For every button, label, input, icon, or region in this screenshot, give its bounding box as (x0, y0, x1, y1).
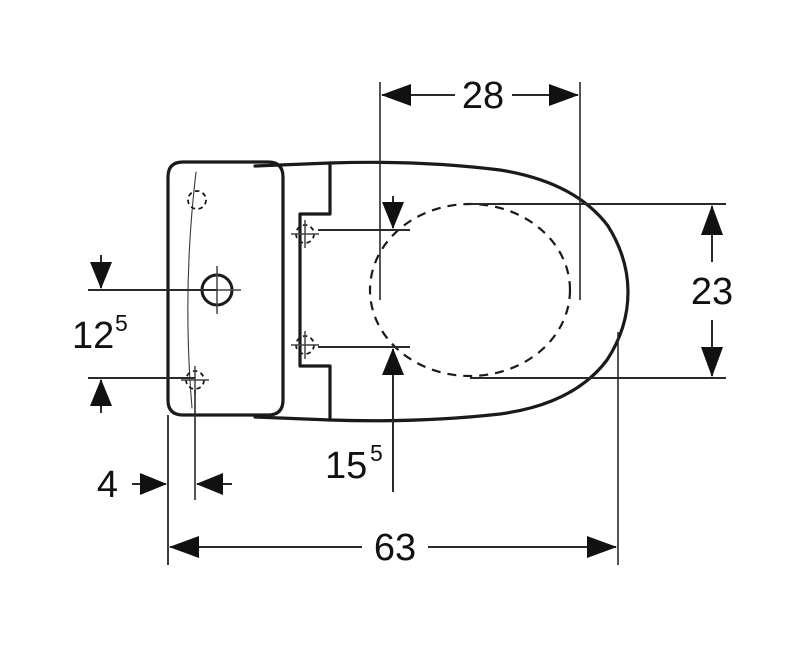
dim-63-label: 63 (374, 527, 416, 569)
dim-125-arrow-bottom (90, 379, 112, 406)
dimension-15-5: 15 5 (318, 196, 410, 492)
dimension-23: 23 (470, 203, 733, 379)
toilet-body-geometry (166, 160, 630, 423)
dim-28-arrow-right (549, 84, 579, 106)
dimension-28: 28 (379, 75, 581, 300)
dim-23-arrow-top (701, 205, 723, 235)
dim-4-arrow-left (140, 473, 167, 495)
dim-63-arrow-left (169, 536, 199, 558)
bracket-step-lower (298, 343, 332, 422)
dim-155-label: 15 (325, 445, 367, 487)
dim-125-arrow-top (90, 262, 112, 289)
dim-23-label: 23 (691, 271, 733, 313)
dim-23-arrow-bottom (701, 347, 723, 377)
upper-left-hidden-hole (187, 190, 207, 210)
seat-outline (253, 160, 630, 423)
dim-125-label: 12 (72, 315, 114, 357)
dimension-63: 63 (167, 332, 619, 569)
dimension-12-5: 12 5 (72, 255, 217, 413)
dim-155-arrow-bottom (382, 348, 404, 375)
dim-63-arrow-right (587, 536, 617, 558)
dim-155-label-superscript: 5 (370, 440, 383, 466)
dim-28-arrow-left (381, 84, 411, 106)
dim-125-label-superscript: 5 (115, 310, 128, 336)
bracket-step-upper (298, 161, 332, 236)
dim-4-label: 4 (97, 464, 118, 506)
dim-28-label: 28 (462, 75, 504, 117)
dim-155-arrow-top (382, 202, 404, 229)
dim-4-arrow-right (196, 473, 223, 495)
tank-outline (166, 160, 285, 417)
